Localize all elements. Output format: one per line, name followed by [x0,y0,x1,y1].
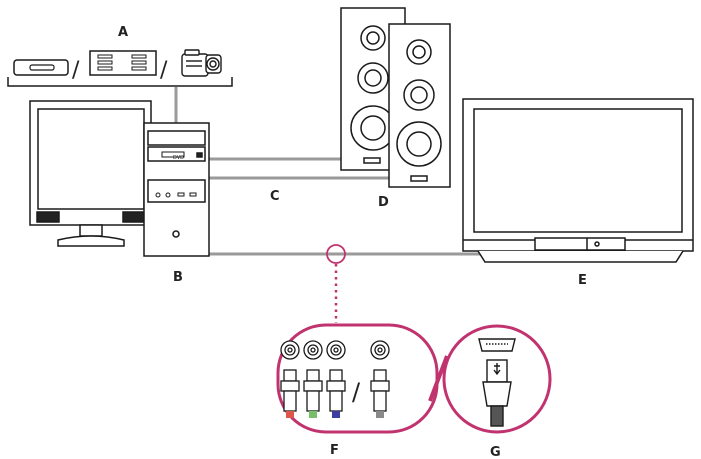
hdmi-group [442,324,552,434]
rca-jack-icon [326,340,346,360]
camcorder-icon [181,49,222,77]
speaker-right-icon [388,23,451,188]
monitor-icon [29,100,152,247]
pc-tower-icon: DVD [143,122,210,257]
label-f: F [330,443,339,458]
dvd-text: DVD [173,155,184,161]
bnc-plug-icon [303,369,323,418]
label-a: A [118,25,128,40]
rca-jack-icon [370,340,390,360]
label-c: C [270,189,280,204]
slash-a2: / [160,58,168,83]
bnc-plug-icon [280,369,300,418]
rca-jack-icon [303,340,323,360]
slash-rca: / [352,378,361,406]
label-e: E [578,273,587,288]
hdmi-plug-icon [482,359,512,427]
bnc-plug-icon [326,369,346,418]
hdmi-port-icon [478,338,516,352]
callout-magnifier [326,244,346,323]
component-cables-group: / [276,323,439,434]
label-d: D [378,195,389,210]
drive-icon [13,59,69,76]
slash-a1: / [72,58,80,83]
rca-jack-icon [280,340,300,360]
separator-slash [428,355,449,402]
bnc-plug-icon [370,369,390,418]
tv-icon [462,98,694,263]
label-b: B [173,270,183,285]
receiver-icon [89,50,157,76]
source-devices-group: A / / [7,25,233,87]
label-g: G [490,445,501,459]
